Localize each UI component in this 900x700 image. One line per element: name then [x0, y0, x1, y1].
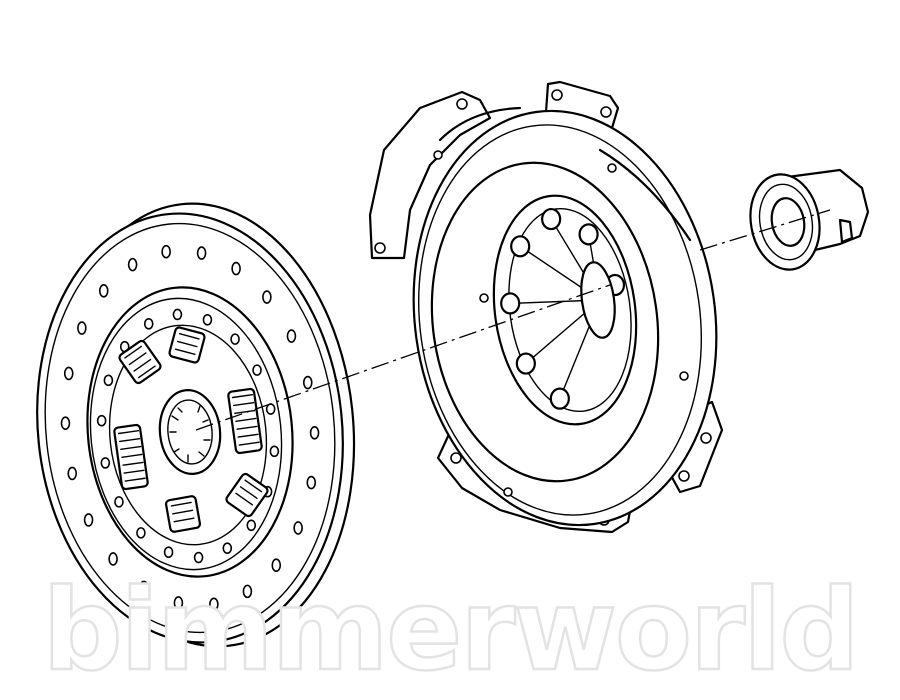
rivet-hole [77, 321, 87, 335]
rivet-hole [63, 366, 74, 381]
finger-tip [578, 223, 599, 246]
rivet-hole [67, 466, 78, 481]
center-axis-line [195, 209, 831, 431]
hub-hole [246, 519, 257, 532]
hub-hole [193, 551, 204, 564]
finger-tip [500, 292, 521, 315]
hub-hole [202, 313, 213, 326]
release-bearing [749, 168, 870, 271]
rivet-hole [108, 552, 118, 566]
hub-hole [114, 496, 124, 508]
finger-tip [515, 352, 536, 375]
rivet-hole [127, 257, 138, 272]
rivet-hole [262, 290, 272, 304]
hub-hole [222, 542, 233, 554]
rivet-hole [83, 513, 94, 527]
finger-tip [510, 235, 531, 258]
rivet-hole [209, 597, 219, 612]
rivet-hole [60, 416, 71, 431]
hub-hole [96, 414, 107, 427]
hub-hole [252, 364, 262, 376]
rivet-hole [309, 425, 320, 440]
rivet-hole [302, 375, 313, 390]
disc-hub-holes [96, 308, 280, 564]
damper-springs [113, 326, 269, 533]
rivet-hole [98, 283, 109, 298]
disc-rivet-holes [60, 244, 320, 612]
hub-hole [163, 546, 174, 559]
hub-hole [172, 308, 183, 321]
pressure-plate [368, 80, 724, 534]
rivet-hole [161, 244, 171, 259]
splined-hub [158, 389, 222, 475]
hub-hole [230, 333, 240, 345]
rivet-hole [231, 261, 241, 276]
rivet-hole [271, 558, 282, 573]
hub-hole [143, 318, 154, 330]
rivet-hole [286, 329, 297, 343]
hub-hole [265, 403, 276, 415]
rivet-hole [139, 580, 149, 595]
bimmerworld-watermark: bimmerworld [41, 566, 861, 696]
hub-hole [100, 457, 111, 469]
finger-tip [541, 207, 562, 231]
hub-hole [269, 445, 280, 458]
rivet-hole [242, 584, 253, 599]
rivet-hole [173, 596, 184, 610]
finger-tip [549, 387, 570, 410]
rivet-hole [306, 475, 317, 490]
clutch-disc [36, 202, 356, 648]
hub-hole [103, 374, 114, 387]
hub-hole [136, 527, 146, 539]
rivet-hole [196, 246, 207, 260]
rivet-hole [293, 521, 303, 535]
